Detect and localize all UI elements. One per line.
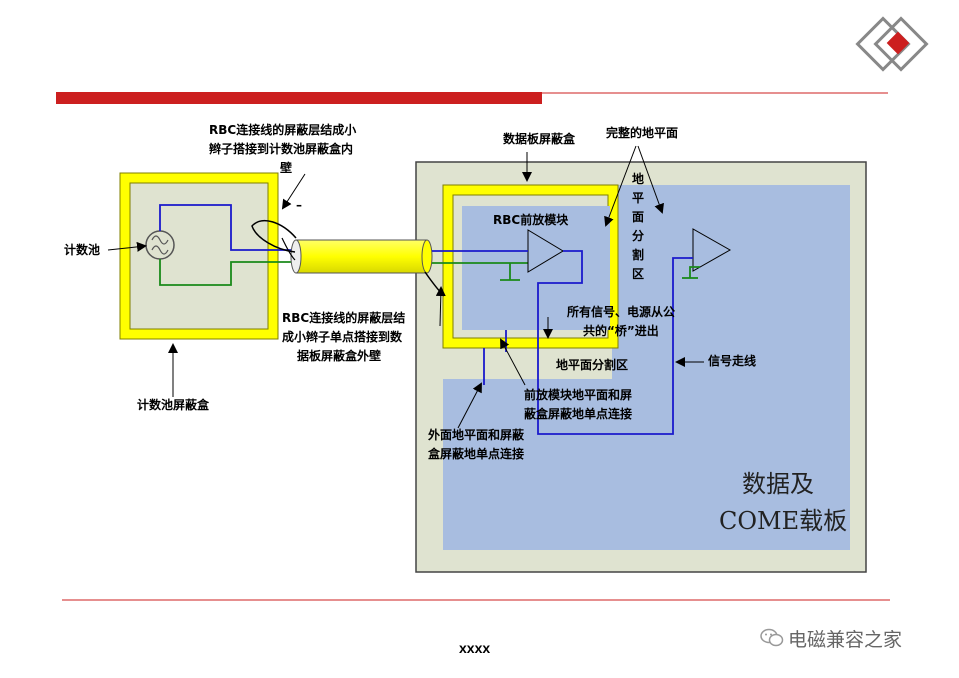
data-board-shield-label: 数据板屏蔽盒	[503, 132, 576, 146]
footer-page-text: xxxx	[459, 640, 491, 656]
rbc-cable-shield-label-line1: RBC连接线的屏蔽层结成小	[209, 123, 357, 137]
dash-mark: –	[296, 198, 302, 212]
complete-ground-plane-area	[443, 185, 850, 550]
rbc-pigtail-label-line3: 据板屏蔽盒外壁	[297, 349, 382, 363]
preamp-ground-label-line1: 前放模块地平面和屏	[524, 388, 633, 402]
rbc-cable-shield-label-line2: 辫子搭接到计数池屏蔽盒内	[209, 142, 354, 156]
bridge-note-line2: 共的“桥”进出	[583, 324, 659, 338]
rbc-pigtail-label-line2: 成小辫子单点搭接到数	[282, 330, 403, 344]
cell-ground-line	[159, 259, 300, 286]
ground-partition-vertical-label: 地 平 面 分 割 区	[631, 172, 644, 281]
complete-ground-plane-label: 完整的地平面	[606, 126, 679, 140]
annotation-arrows	[107, 145, 704, 429]
counting-cell-shield-label: 计数池屏蔽盒	[137, 398, 210, 412]
data-board-shield-box	[443, 185, 618, 348]
cell-signal-line	[159, 204, 300, 251]
outer-ground-label-line1: 外面地平面和屏蔽	[428, 428, 525, 442]
preamp-ground-label-line2: 蔽盒屏蔽地单点连接	[524, 407, 633, 421]
pigtail-inner-wall	[251, 219, 297, 253]
signal-trace-path	[537, 250, 689, 435]
preamp-ground-plane	[462, 206, 610, 330]
counting-cell-symbol	[145, 230, 175, 260]
ground-partition-zone-label: 地平面分割区	[556, 358, 629, 372]
outer-ground-label-line2: 盒屏蔽地单点连接	[428, 447, 525, 461]
rbc-cable-shield-label-line3: 壁	[280, 161, 293, 175]
signal-trace-label: 信号走线	[708, 354, 757, 368]
watermark-text: 电磁兼容之家	[788, 629, 903, 651]
counting-cell-shield-box	[120, 173, 278, 339]
rbc-preamp-module-label: RBC前放模块	[493, 213, 569, 227]
header-red-bar	[56, 92, 542, 104]
rbc-shielded-cable	[290, 239, 433, 274]
bridge-note-line1: 所有信号、电源从公	[567, 305, 676, 319]
counting-cell-label: 计数池	[64, 243, 101, 257]
wechat-icon	[760, 628, 784, 648]
company-logo-icon	[855, 16, 929, 72]
carrier-board-label-line2: COME载板	[719, 507, 848, 535]
rbc-pigtail-label-line1: RBC连接线的屏蔽层结	[282, 311, 406, 325]
second-amp-triangle	[692, 228, 732, 272]
carrier-board-label-line1: 数据及	[742, 470, 814, 498]
